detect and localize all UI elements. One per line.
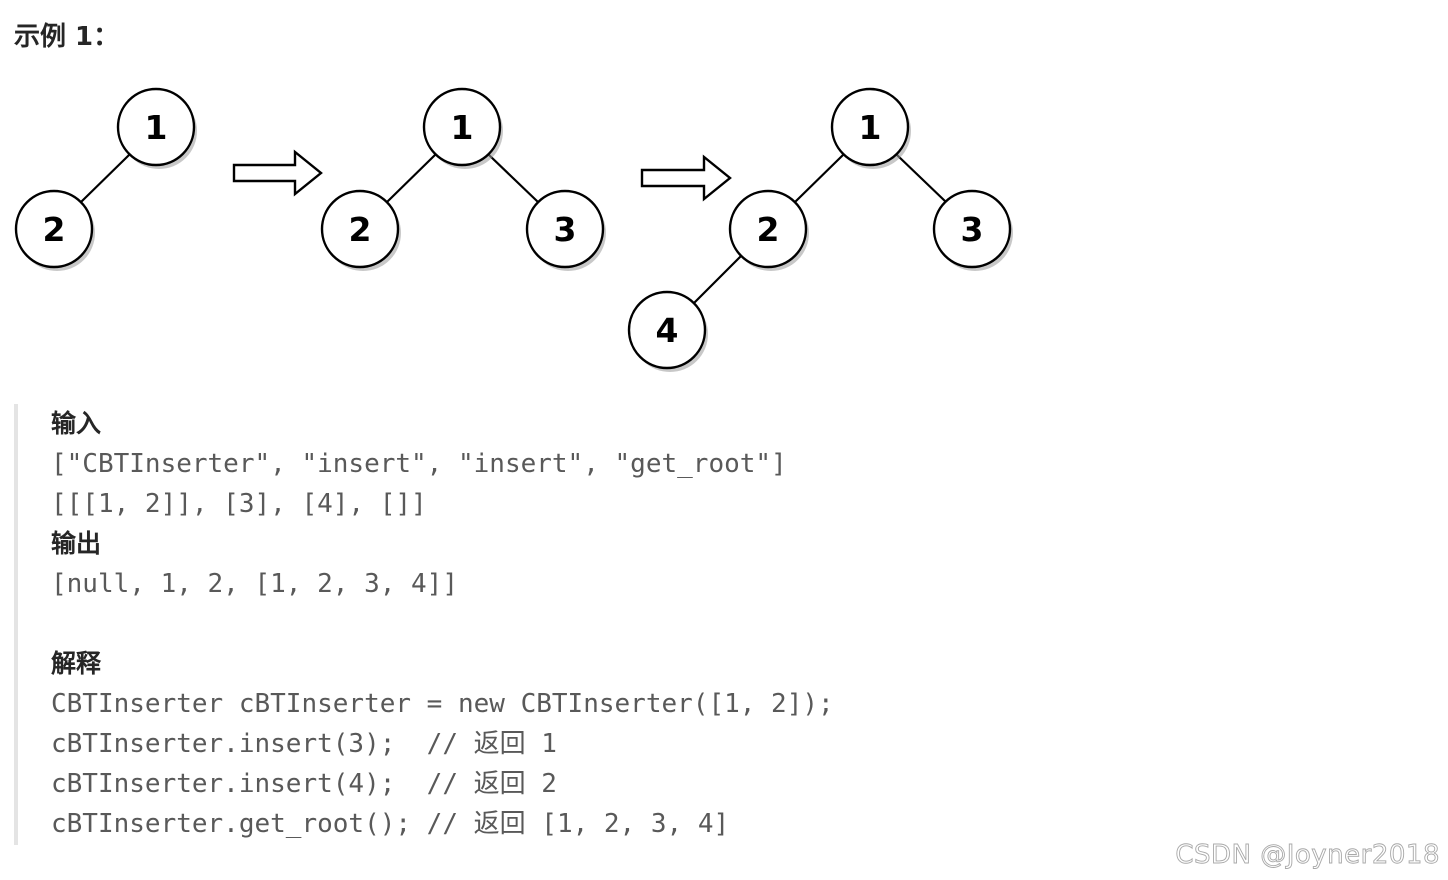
edge-1-2 xyxy=(80,154,130,203)
tree-node: 1 xyxy=(116,87,197,169)
svg-text:1: 1 xyxy=(451,108,474,147)
tree-insertion-diagram: 1 2 1 2 3 xyxy=(14,87,1013,372)
edge-2-4 xyxy=(693,255,742,304)
input-arguments: [[[1, 2]], [3], [4], []] xyxy=(51,489,427,519)
tree-node: 2 xyxy=(320,189,401,271)
csdn-watermark: CSDN @Joyner2018 xyxy=(1175,840,1440,871)
svg-text:2: 2 xyxy=(43,210,66,249)
right-arrow-icon xyxy=(640,154,732,202)
tree-node: 3 xyxy=(932,189,1013,271)
svg-text:4: 4 xyxy=(656,311,679,350)
explanation-line: cBTInserter.insert(4); // 返回 2 xyxy=(51,769,557,799)
tree-node: 1 xyxy=(422,87,503,169)
edge-1-3 xyxy=(488,154,539,203)
tree-node: 2 xyxy=(14,189,95,271)
tree-node: 2 xyxy=(728,189,809,271)
svg-text:1: 1 xyxy=(859,108,882,147)
example-heading: 示例 1： xyxy=(14,22,120,52)
tree-stage-3: 1 2 3 4 xyxy=(627,87,1013,372)
tree-node: 1 xyxy=(830,87,911,169)
output-values: [null, 1, 2, [1, 2, 3, 4]] xyxy=(51,569,458,599)
edge-1-3 xyxy=(896,154,947,203)
input-label: 输入 xyxy=(51,409,102,438)
input-operations: ["CBTInserter", "insert", "insert", "get… xyxy=(51,449,787,479)
blank-line xyxy=(51,604,1014,644)
edge-1-2 xyxy=(386,154,436,203)
tree-node: 4 xyxy=(627,290,708,372)
output-label: 输出 xyxy=(51,529,102,558)
explanation-line: CBTInserter cBTInserter = new CBTInserte… xyxy=(51,689,834,719)
tree-stage-1: 1 2 xyxy=(14,87,197,271)
code-block: 输入 ["CBTInserter", "insert", "insert", "… xyxy=(14,404,1014,845)
tree-stage-2: 1 2 3 xyxy=(320,87,606,271)
svg-text:1: 1 xyxy=(145,108,168,147)
edge-1-2 xyxy=(794,154,844,203)
svg-text:3: 3 xyxy=(961,210,984,249)
right-arrow-icon xyxy=(232,149,323,197)
tree-node: 3 xyxy=(525,189,606,271)
svg-text:3: 3 xyxy=(554,210,577,249)
svg-text:2: 2 xyxy=(349,210,372,249)
explanation-label: 解释 xyxy=(51,649,102,678)
svg-text:2: 2 xyxy=(757,210,780,249)
explanation-line: cBTInserter.insert(3); // 返回 1 xyxy=(51,729,557,759)
explanation-line: cBTInserter.get_root(); // 返回 [1, 2, 3, … xyxy=(51,809,730,839)
